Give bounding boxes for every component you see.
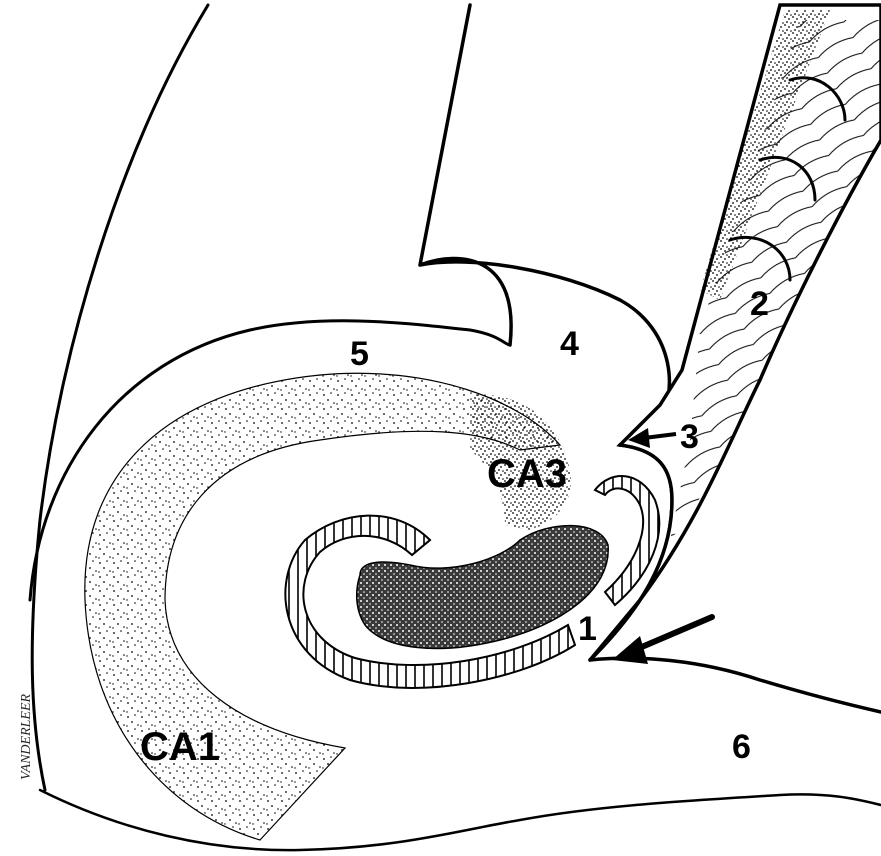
region-4-boundary bbox=[420, 5, 669, 445]
label-4: 4 bbox=[560, 325, 579, 363]
label-5: 5 bbox=[350, 335, 369, 373]
lower-outer-boundary bbox=[40, 790, 881, 850]
region-6-upper-boundary bbox=[590, 658, 881, 712]
label-6: 6 bbox=[732, 728, 751, 766]
label-ca1: CA1 bbox=[140, 725, 220, 769]
label-3: 3 bbox=[680, 418, 699, 456]
label-2: 2 bbox=[750, 285, 769, 323]
label-ca3: CA3 bbox=[487, 452, 567, 496]
label-1: 1 bbox=[578, 610, 597, 648]
arrow-icon bbox=[612, 617, 712, 664]
artist-signature: VANDERLEER bbox=[19, 693, 34, 780]
